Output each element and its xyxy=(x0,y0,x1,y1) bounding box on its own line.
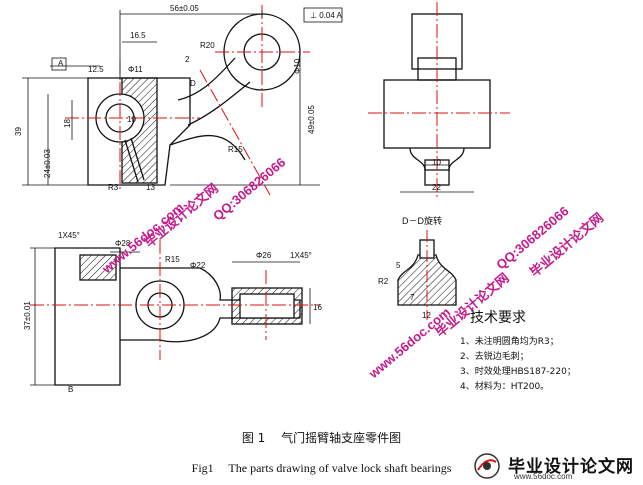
section-dim-text: 5 R2 7 12 xyxy=(378,261,431,320)
dim-2: 2 xyxy=(185,55,190,64)
dim-13: 13 xyxy=(146,183,155,192)
tech-item: 1、未注明圆角均为R3； xyxy=(460,335,559,347)
bottom-centerlines xyxy=(30,240,320,360)
dim-10: 10 xyxy=(127,115,136,124)
dim-1x45-b: 1X45° xyxy=(290,251,312,260)
figure-caption-cn: 图 1 气门摇臂轴支座零件图 xyxy=(241,431,402,445)
tech-requirements: 技术要求 1、未注明圆角均为R3； 2、去锐边毛刺； 3、时效处理HBS187-… xyxy=(460,310,576,392)
dim-r20: R20 xyxy=(200,41,215,50)
side-dim-text: 10 22 xyxy=(432,158,441,192)
dim-16-5: 16.5 xyxy=(130,31,146,40)
datum-b: B xyxy=(68,385,73,394)
dim-7: 7 xyxy=(410,293,415,302)
watermark-url-2: www.56doc.com xyxy=(365,304,453,381)
dim-1x45-a: 1X45° xyxy=(58,231,80,240)
tech-title: 技术要求 xyxy=(470,310,526,326)
site-logo: 毕业设计论文网 www.56doc.com xyxy=(470,452,640,482)
dim-39: 39 xyxy=(14,127,23,136)
dim-r2: R2 xyxy=(378,277,389,286)
dim-phi26: Φ26 xyxy=(256,251,272,260)
dim-phi22: Φ22 xyxy=(190,261,206,270)
side-dim-lines xyxy=(400,164,474,193)
dim-12: 12 xyxy=(422,311,431,320)
section-dd-label: D－D旋转 xyxy=(402,215,442,226)
dim-phi10: Φ10 xyxy=(293,58,302,74)
datum-a: A xyxy=(58,59,64,68)
dim-22: 22 xyxy=(432,183,441,192)
dim-5: 5 xyxy=(396,261,401,270)
dim-phi11: Φ11 xyxy=(128,65,143,74)
dim-r15b: R15 xyxy=(165,255,180,264)
datum-box-a xyxy=(51,57,67,71)
dim-r3: R3 xyxy=(108,183,119,192)
front-dim-lines xyxy=(22,10,320,186)
dim-18: 18 xyxy=(63,119,72,128)
figure-caption-en: Fig1 The parts drawing of valve lock sha… xyxy=(191,461,452,475)
dim-top-length: 56±0.05 xyxy=(170,4,199,13)
watermark-qq-2: QQ:306826066 xyxy=(493,203,571,272)
logo-text: 毕业设计论文网 xyxy=(508,457,634,477)
logo-icon xyxy=(474,453,500,479)
dim-16b: 16 xyxy=(313,303,322,312)
front-centerlines xyxy=(65,5,310,196)
dim-r15: R15 xyxy=(228,145,243,154)
watermark-qq: QQ:306826066 xyxy=(210,154,288,223)
front-dim-text: 56±0.05 16.5 Φ11 R20 2 12.5 39 24±0.03 1… xyxy=(14,4,343,192)
label-d: D xyxy=(190,79,196,88)
dim-10b: 10 xyxy=(432,158,441,167)
dim-24: 24±0.03 xyxy=(43,149,52,178)
tech-item: 3、时效处理HBS187-220； xyxy=(460,365,576,377)
tech-item: 4、材料为：HT200。 xyxy=(460,380,549,392)
dim-37: 37±0.01 xyxy=(23,301,32,330)
bottom-dim-lines xyxy=(30,247,311,386)
tolerance-frame-box xyxy=(303,7,343,23)
logo-url: www.56doc.com xyxy=(514,472,573,481)
side-centerlines xyxy=(368,2,510,200)
bottom-dim-text: 1X45° Φ28 R15 Φ22 Φ26 1X45° 37±0.01 16 B xyxy=(23,231,322,394)
watermark-site-cn-3: 毕业设计论文网 xyxy=(527,210,607,281)
bottom-view xyxy=(54,247,303,386)
tech-item: 2、去锐边毛刺； xyxy=(460,350,529,362)
dim-49: 49±0.05 xyxy=(307,105,316,134)
dim-12-5: 12.5 xyxy=(88,65,104,74)
watermark-url: www.56doc.com xyxy=(98,200,186,277)
dim-phi28: Φ28 xyxy=(115,239,131,248)
tolerance-frame-top: ⊥ 0.04 A xyxy=(310,11,343,20)
